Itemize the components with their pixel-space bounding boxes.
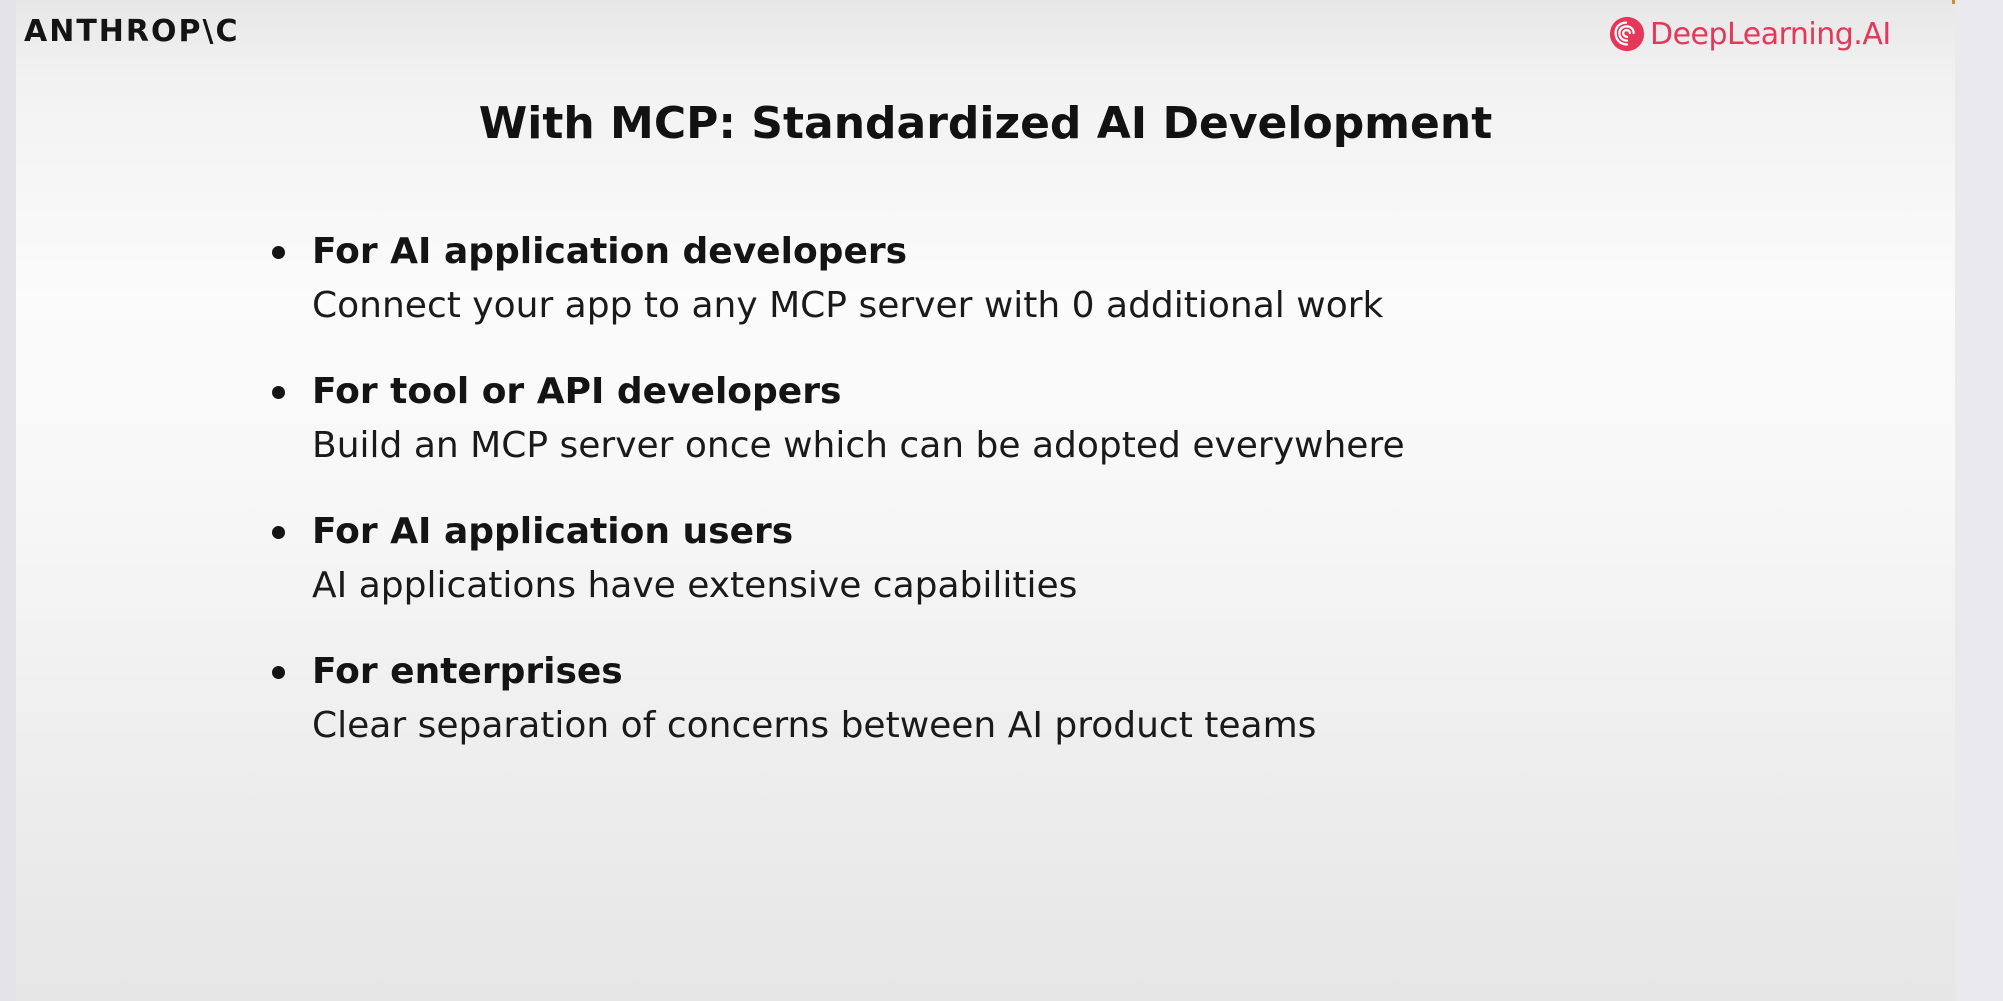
bullet-dot <box>272 246 285 259</box>
bullet-item: For enterprises Clear separation of conc… <box>262 648 1762 788</box>
bullet-description: Connect your app to any MCP server with … <box>312 285 1384 326</box>
bullet-item: For tool or API developers Build an MCP … <box>262 368 1762 508</box>
deeplearning-ai-wordmark: DeepLearning.AI <box>1650 16 1891 52</box>
bullet-heading: For enterprises <box>312 651 623 692</box>
slide-title: With MCP: Standardized AI Development <box>478 98 1493 149</box>
bullet-description: AI applications have extensive capabilit… <box>312 565 1078 606</box>
bullet-dot <box>272 666 285 679</box>
bullet-description: Clear separation of concerns between AI … <box>312 705 1317 746</box>
anthropic-logo: ANTHROP\C <box>24 14 240 49</box>
deeplearning-ai-swirl-icon <box>1609 16 1645 52</box>
bullet-dot <box>272 526 285 539</box>
bullet-heading: For AI application users <box>312 511 794 552</box>
slide: ANTHROP\C DeepLearning.AI With MCP: Stan… <box>16 0 1955 1001</box>
bullet-heading: For tool or API developers <box>312 371 842 412</box>
frame-margin <box>1955 0 2003 1001</box>
bullet-item: For AI application users AI applications… <box>262 508 1762 648</box>
corner-marker <box>1952 0 1955 4</box>
bullet-description: Build an MCP server once which can be ad… <box>312 425 1405 466</box>
bullet-dot <box>272 386 285 399</box>
bullet-list: For AI application developers Connect yo… <box>262 228 1762 788</box>
deeplearning-ai-logo: DeepLearning.AI <box>1608 14 1891 54</box>
bullet-heading: For AI application developers <box>312 231 908 272</box>
bullet-item: For AI application developers Connect yo… <box>262 228 1762 368</box>
